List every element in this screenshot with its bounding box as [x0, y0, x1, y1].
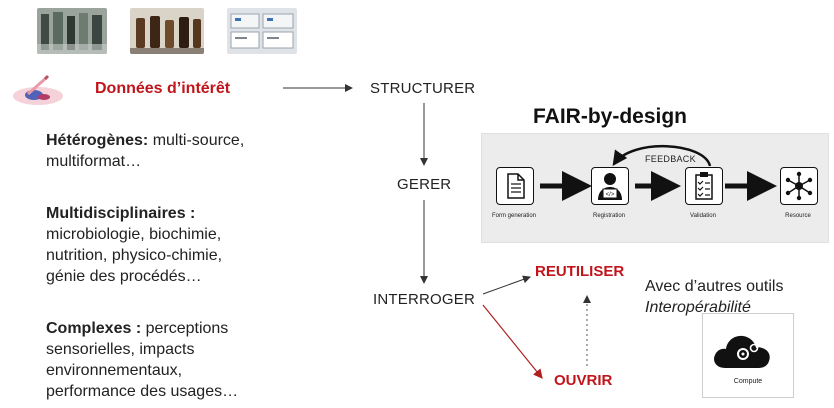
coder-icon: </>: [598, 173, 622, 200]
cloud-gear-icon: [714, 335, 770, 368]
compute-box: Compute: [702, 313, 794, 398]
fair-by-design-title: FAIR-by-design: [533, 105, 688, 128]
resource-caption: Resource: [785, 213, 811, 219]
gerer-label: GERER: [397, 176, 452, 193]
multidisciplinaires-line2: nutrition, physico-chimie,: [46, 247, 223, 264]
multidisciplinaires-line3: génie des procédés…: [46, 268, 202, 285]
complexes-line2: environnementaux,: [46, 362, 183, 379]
petri-dish-icon: [8, 74, 66, 108]
form-generation-step: [496, 167, 534, 205]
heterogenes-line2: multiformat…: [46, 153, 142, 170]
multidisciplinaires-line1: microbiologie, biochimie,: [46, 226, 222, 243]
registration-caption: Registration: [592, 213, 625, 219]
resource-step: [780, 167, 818, 205]
structurer-label: STRUCTURER: [370, 80, 476, 97]
svg-text:</>: </>: [606, 192, 615, 198]
data-of-interest-title: Données d’intérêt: [95, 80, 231, 97]
validation-caption: Validation: [690, 213, 716, 219]
multidisciplinaires-block: Multidisciplinaires : microbiologie, bio…: [46, 203, 286, 287]
complexes-rest: perceptions: [141, 320, 229, 337]
ouvrir-label: OUVRIR: [554, 372, 613, 389]
interroger-label: INTERROGER: [373, 291, 476, 308]
registration-step: </>: [591, 167, 629, 205]
arrow-interroger-to-ouvrir: [482, 304, 543, 379]
heterogenes-label: Hétérogènes:: [46, 132, 149, 149]
lab-photo-1: [37, 8, 107, 54]
document-icon: [507, 173, 525, 199]
multidisciplinaires-label: Multidisciplinaires :: [46, 205, 196, 222]
feedback-label: FEEDBACK: [645, 154, 696, 164]
lab-photo-2: [130, 8, 204, 54]
heterogenes-block: Hétérogènes: multi-source, multiformat…: [46, 130, 286, 172]
feedback-arc: [612, 145, 712, 167]
heterogenes-line1: multi-source,: [148, 132, 245, 149]
complexes-line1: sensorielles, impacts: [46, 341, 195, 358]
checklist-icon: [695, 172, 713, 200]
form-generation-caption: Form generation: [491, 213, 537, 219]
complexes-line3: performance des usages…: [46, 383, 239, 400]
other-tools-text: Avec d’autres outils: [645, 278, 784, 295]
arrow-interroger-to-reutiliser: [482, 275, 531, 295]
lab-photo-3: [227, 8, 297, 54]
complexes-label: Complexes :: [46, 320, 142, 337]
complexes-block: Complexes : perceptions sensorielles, im…: [46, 318, 286, 402]
reutiliser-label: REUTILISER: [535, 263, 625, 280]
validation-step: [685, 167, 723, 205]
compute-label: Compute: [733, 378, 763, 385]
pipeline-arrows: [540, 145, 777, 201]
fair-pipeline-panel: FEEDBACK Form generation </> Registratio…: [481, 133, 829, 243]
network-icon: [785, 171, 813, 201]
interoperability-text: Interopérabilité: [645, 299, 751, 316]
